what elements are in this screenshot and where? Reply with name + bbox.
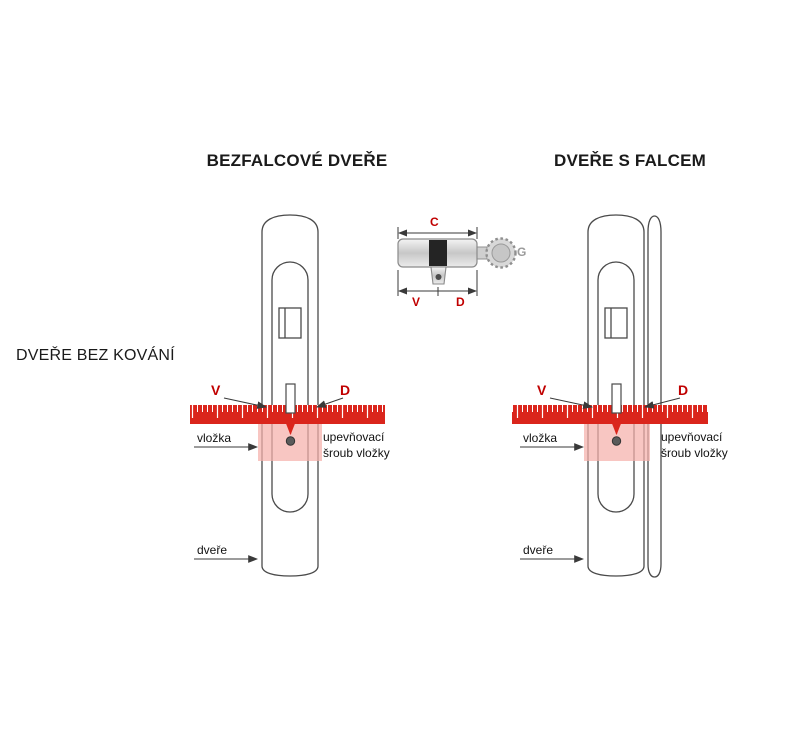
right-cylinder-callout: vložka <box>523 431 558 445</box>
cam-screw-hole <box>435 274 442 280</box>
cylinder-keyway <box>429 240 447 266</box>
right-dim-v: V <box>537 382 547 398</box>
left-screw-callout: upevňovací šroub vložky <box>323 430 390 461</box>
left-cylinder-callout: vložka <box>197 431 232 445</box>
cylinder-dim-v: V <box>412 295 421 309</box>
right-dim-d: D <box>678 382 689 398</box>
right-door-callout: dveře <box>523 543 554 557</box>
cylinder-dim-d: D <box>456 295 465 309</box>
right-door-profile <box>587 214 662 578</box>
cylinder-knob-g: G <box>517 245 527 259</box>
left-callout-lines <box>194 397 344 563</box>
left-door-callout: dveře <box>197 543 228 557</box>
right-screw-callout: upevňovací šroub vložky <box>661 430 728 461</box>
left-dim-d: D <box>340 382 351 398</box>
right-column-title: DVEŘE S FALCEM <box>553 151 707 170</box>
cylinder-illustration <box>397 227 517 296</box>
side-note-label: DVEŘE BEZ KOVÁNÍ <box>16 347 175 364</box>
right-ruler <box>512 405 708 424</box>
left-dim-v: V <box>211 382 221 398</box>
left-column-title: BEZFALCOVÉ DVEŘE <box>206 151 388 170</box>
rebate-strip <box>647 215 662 578</box>
cylinder-dim-c: C <box>430 215 439 229</box>
left-ruler <box>190 405 385 424</box>
right-callout-lines <box>520 397 681 563</box>
